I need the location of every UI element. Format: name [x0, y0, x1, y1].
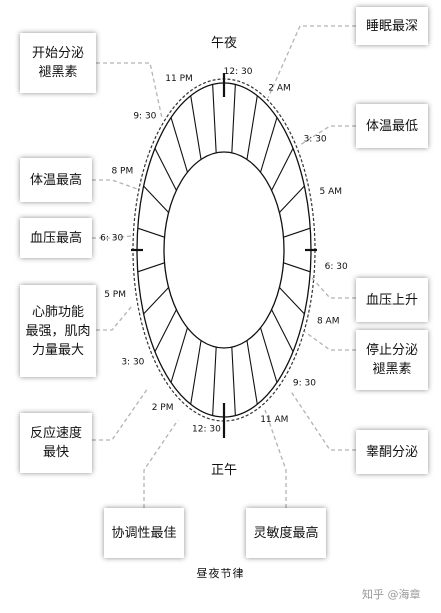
annotation-melatonin-stop: 停止分泌 褪黑素	[356, 330, 428, 390]
clock-spoke	[212, 347, 217, 416]
clock-spoke	[283, 227, 311, 238]
callout-line	[299, 125, 356, 146]
time-label-t-930am: 9: 30	[293, 378, 316, 388]
callout-line	[289, 389, 356, 451]
clock-spoke	[271, 309, 294, 352]
callout-line	[92, 179, 141, 191]
time-label-t-330am: 3: 30	[304, 135, 327, 145]
callout-line	[96, 62, 163, 119]
time-label-t-330pm: 3: 30	[121, 357, 144, 367]
annotation-highest-alertness: 灵敏度最高	[246, 508, 326, 558]
time-label-t-11pm: 11 PM	[165, 74, 193, 84]
time-label-t-2am: 2 AM	[268, 83, 291, 93]
annotation-lowest-temp: 体温最低	[356, 104, 428, 148]
time-label-t-5pm: 5 PM	[104, 290, 126, 300]
annotation-cardio-peak: 心肺功能 最强，肌肉 力量最大	[20, 285, 96, 377]
time-label-t-5am: 5 AM	[319, 187, 342, 197]
annotation-highest-bp: 血压最高	[20, 218, 92, 258]
annotation-text: 协调性最佳	[111, 525, 177, 541]
annotation-highest-temp: 体温最高	[20, 158, 92, 202]
time-label-t-8am: 8 AM	[317, 317, 340, 327]
noon-label: 正午	[211, 463, 237, 478]
clock-spoke	[231, 84, 236, 153]
annotation-testosterone: 睾酮分泌	[356, 430, 428, 474]
clock-spoke	[143, 185, 169, 213]
annotation-text: 停止分泌 褪黑素	[365, 343, 418, 377]
annotation-text: 开始分泌 褪黑素	[31, 46, 84, 80]
callout-line	[96, 305, 133, 331]
clock-spoke	[259, 327, 278, 383]
annotation-text: 血压上升	[365, 292, 418, 308]
clock-spoke	[154, 309, 177, 352]
annotation-melatonin-start: 开始分泌 褪黑素	[20, 33, 96, 93]
clock-spoke	[279, 287, 305, 315]
diagram-caption: 昼夜节律	[196, 567, 245, 580]
time-label-t-630pm: 6: 30	[100, 233, 123, 243]
annotation-text: 睾酮分泌	[365, 444, 418, 460]
inner-ring	[163, 151, 285, 349]
callout-line	[143, 419, 179, 508]
annotation-text: 体温最高	[29, 172, 82, 188]
clock-spokes	[137, 84, 311, 416]
callout-line	[264, 409, 287, 508]
annotation-deepest-sleep: 睡眠最深	[356, 7, 428, 45]
clock-spoke	[143, 287, 169, 315]
clock-spoke	[190, 340, 202, 405]
clock-spoke	[170, 117, 189, 173]
clock-spoke	[231, 347, 236, 416]
clock-spoke	[283, 262, 311, 273]
time-labels: 12: 30 2 AM 3: 30 5 AM 6: 30 8 AM 9: 30 11 AM 12…	[100, 67, 348, 434]
callout-line	[92, 235, 133, 239]
clock-spoke	[259, 117, 278, 173]
clock-spoke	[137, 262, 165, 273]
time-label-t-2pm: 2 PM	[152, 403, 174, 413]
clock-spoke	[170, 327, 189, 383]
clock-spoke	[212, 84, 217, 153]
time-label-t-11am: 11 AM	[260, 415, 288, 425]
annotation-text: 体温最低	[365, 118, 418, 134]
clock-spoke	[279, 185, 305, 213]
callout-line	[304, 331, 356, 351]
time-label-t-1230pm: 12: 30	[192, 424, 221, 434]
time-label-t-930pm: 9: 30	[133, 111, 156, 121]
annotation-text: 心肺功能 最强，肌肉 力量最大	[25, 304, 91, 358]
clock-spoke	[246, 340, 258, 405]
annotation-text: 灵敏度最高	[253, 525, 319, 541]
callout-line	[92, 387, 149, 441]
annotation-text: 血压最高	[29, 230, 82, 246]
watermark: 知乎 @海章	[362, 588, 421, 601]
callout-line	[311, 277, 356, 299]
time-label-t-1230am: 12: 30	[224, 67, 253, 77]
annotation-text: 反应速度 最快	[29, 426, 82, 460]
annotation-best-coordination: 协调性最佳	[104, 508, 184, 558]
callout-line	[267, 25, 356, 99]
time-label-t-8pm: 8 PM	[111, 167, 133, 177]
clock-spoke	[154, 148, 177, 191]
clock-spoke	[246, 95, 258, 160]
annotation-bp-rise: 血压上升	[356, 278, 428, 322]
annotation-text: 睡眠最深	[365, 18, 418, 34]
midnight-label: 午夜	[211, 36, 237, 51]
clock-spoke	[137, 227, 165, 238]
annotation-fastest-reaction: 反应速度 最快	[20, 413, 92, 473]
callout-connectors	[92, 25, 356, 508]
time-label-t-630am: 6: 30	[325, 262, 348, 272]
clock-spoke	[190, 95, 202, 160]
clock-spoke	[271, 148, 294, 191]
